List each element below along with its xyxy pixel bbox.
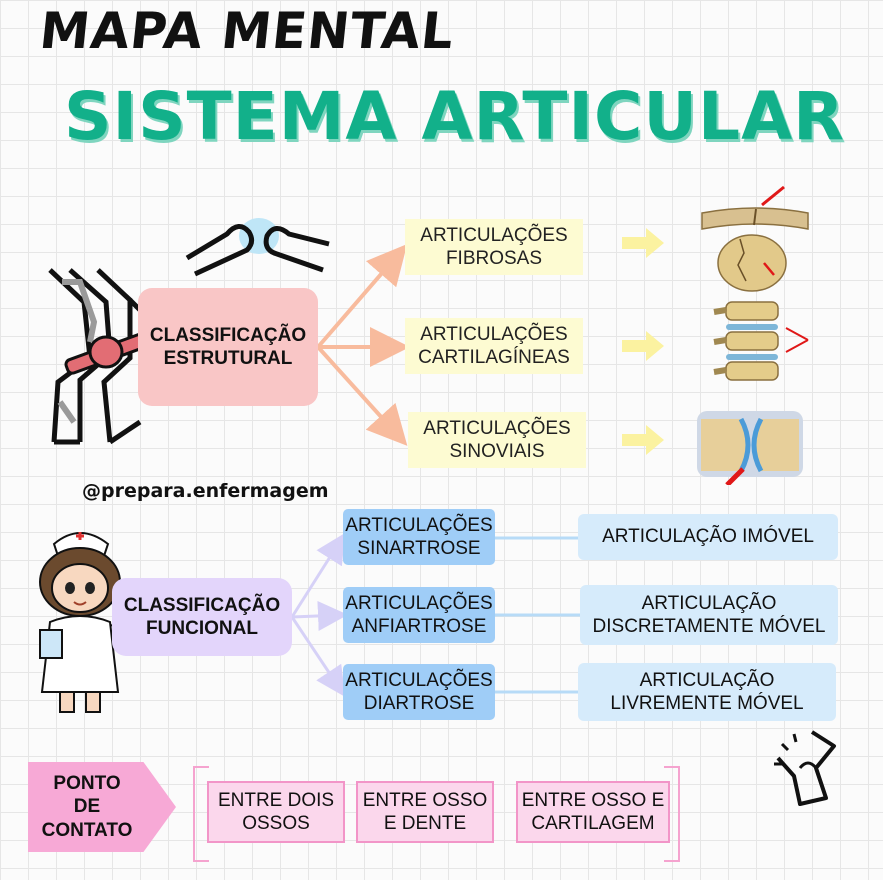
freely-movable-desc2: LIVREMENTE MÓVEL: [610, 693, 804, 714]
cartilaginous-line2: CARTILAGÍNEAS: [418, 347, 570, 368]
left-bracket: [193, 766, 209, 862]
contact-line1: PONTO: [53, 773, 121, 795]
skull-suture-icon: [701, 185, 809, 292]
arrow-right-icon: [622, 331, 664, 361]
nurse-illustration: [39, 532, 130, 713]
slightly-movable-desc1: ARTICULAÇÃO: [641, 592, 777, 614]
bone-cartilage-line1: ENTRE OSSO E: [521, 789, 665, 811]
joint-icon: [185, 218, 330, 277]
synarthrosis-line2: SINARTROSE: [357, 538, 481, 559]
diarthrosis-line2: DIARTROSE: [363, 693, 475, 714]
synarthrosis-line1: ARTICULAÇÕES: [345, 514, 493, 536]
bone-tooth-line1: ENTRE OSSO: [362, 789, 488, 811]
arrow-right-icon: [622, 425, 664, 455]
between-bones-line1: ENTRE DOIS: [217, 789, 335, 811]
bone-cartilage-line2: CARTILAGEM: [531, 813, 655, 834]
vertebrae-icon: [713, 301, 809, 381]
right-bracket: [664, 766, 680, 862]
contact-line3: CONTATO: [41, 819, 133, 841]
structural-label-line1: CLASSIFICAÇÃO: [149, 324, 307, 346]
immovable-joint-box: ARTICULAÇÃO IMÓVEL: [578, 514, 838, 560]
synovial-line2: SINOVIAIS: [449, 441, 545, 462]
joint-pain-icon: [774, 730, 836, 806]
bone-tooth-line2: E DENTE: [383, 813, 467, 834]
fibrous-line1: ARTICULAÇÕES: [420, 224, 568, 246]
contact-line2: DE: [73, 796, 101, 818]
synovial-joint-icon: [697, 411, 803, 485]
diarthrosis-line1: ARTICULAÇÕES: [345, 669, 493, 691]
cartilaginous-line1: ARTICULAÇÕES: [420, 323, 568, 345]
immovable-desc1: ARTICULAÇÃO IMÓVEL: [602, 526, 814, 548]
arrow-right-icon: [622, 228, 664, 258]
slightly-movable-desc2: DISCRETAMENTE MÓVEL: [592, 616, 826, 637]
amphiarthrosis-line2: ANFIARTROSE: [351, 616, 487, 637]
title-sistema-articular: SISTEMA ARTICULAR: [64, 78, 845, 155]
functional-label-line2: FUNCIONAL: [146, 618, 258, 639]
amphiarthrosis-line1: ARTICULAÇÕES: [345, 592, 493, 614]
functional-label-line1: CLASSIFICAÇÃO: [123, 594, 281, 616]
author-handle: @prepara.enfermagem: [82, 480, 329, 502]
synovial-line1: ARTICULAÇÕES: [423, 417, 571, 439]
fibrous-line2: FIBROSAS: [445, 248, 543, 269]
structural-label-line2: ESTRUTURAL: [163, 348, 293, 369]
between-bones-line2: OSSOS: [242, 813, 310, 834]
freely-movable-desc1: ARTICULAÇÃO: [639, 669, 775, 691]
